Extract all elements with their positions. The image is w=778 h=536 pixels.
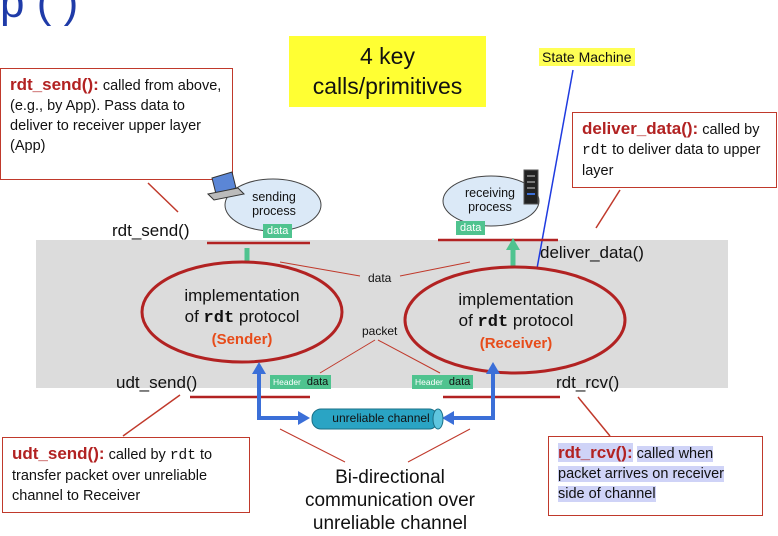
- deliver-data-desc-mono: rdt: [582, 143, 609, 159]
- data-flow-label: data: [368, 271, 392, 285]
- receive-data-tag: data: [456, 221, 486, 235]
- key-calls-line2: calls/primitives: [312, 73, 463, 99]
- udt-send-desc-b: to transfer packet over unreliable chann…: [12, 447, 213, 504]
- rdt-send-label: rdt_send(): [112, 221, 190, 240]
- udt-send-pointer: [122, 394, 181, 437]
- sender-impl-protocol: protocol: [238, 307, 300, 326]
- sender-channel-up-head: [252, 362, 266, 374]
- sender-impl-line1: implementation: [184, 286, 300, 305]
- deliver-data-fn-name: deliver_data():: [582, 119, 699, 138]
- deliver-data-callout: deliver_data(): called by rdt to deliver…: [572, 112, 777, 188]
- unreliable-channel-label: unreliable channel: [332, 411, 430, 425]
- sender-channel-right-head: [298, 411, 310, 425]
- udt-send-desc-a: called by: [108, 447, 166, 463]
- sender-channel-arrow: [257, 370, 300, 420]
- rdt-send-description: called from above, (e.g., by App). Pass …: [10, 78, 222, 154]
- receiving-process-bubble: [442, 175, 540, 227]
- receiver-channel-arrow: [452, 370, 495, 420]
- rdt-rcv-pointer: [577, 396, 611, 437]
- sender-impl-rdt: rdt: [203, 309, 235, 328]
- bidirectional-note: Bi-directional communication over unreli…: [304, 467, 476, 534]
- slide-title-partial: p ( ): [0, 0, 79, 27]
- rdt-send-callout: rdt_send(): called from above, (e.g., by…: [0, 68, 233, 180]
- receiver-impl-line1: implementation: [458, 290, 574, 309]
- packet-label: packet: [362, 324, 398, 338]
- packet-link-right: [377, 339, 441, 374]
- receiver-impl-of: of: [458, 311, 473, 330]
- bidir-link-right: [407, 428, 471, 463]
- sender-implementation-label: implementation of rdt protocol (Sender): [162, 285, 322, 350]
- unreliable-channel-pipe-end: [432, 408, 444, 430]
- receiver-role: (Receiver): [479, 335, 553, 352]
- bidir-link-left: [279, 428, 346, 463]
- receiver-channel-left-head: [442, 411, 454, 425]
- udt-send-desc-mono: rdt: [169, 448, 196, 464]
- sender-role: (Sender): [211, 331, 273, 348]
- receiver-ellipse: [403, 265, 627, 375]
- udt-send-label: udt_send(): [116, 373, 198, 392]
- receiver-channel-up-head: [486, 362, 500, 374]
- receiver-data-tag: data: [448, 376, 471, 388]
- state-machine-arrow: [531, 69, 574, 297]
- server-icon: [523, 169, 539, 205]
- sender-data-tag: data: [306, 376, 329, 388]
- deliver-data-desc-a: called by: [702, 122, 760, 138]
- rdt-send-fn-name: rdt_send():: [10, 75, 99, 94]
- packet-link-left: [319, 339, 376, 374]
- rdt-rcv-callout: rdt_rcv(): called when packet arrives on…: [548, 436, 763, 516]
- rdt-rcv-fn-name: rdt_rcv():: [558, 443, 633, 462]
- deliver-data-pointer: [595, 189, 621, 229]
- state-machine-label: State Machine: [539, 48, 635, 66]
- receiver-impl-protocol: protocol: [512, 311, 574, 330]
- rdt-send-pointer: [147, 182, 179, 213]
- udt-send-fn-name: udt_send():: [12, 444, 105, 463]
- laptop-icon: [206, 171, 246, 201]
- receiver-impl-rdt: rdt: [477, 313, 509, 332]
- sender-header-tag: Header: [273, 377, 301, 387]
- data-link-right: [399, 261, 471, 277]
- sending-process-label: sending process: [252, 190, 296, 218]
- sender-packet-tag: Header data: [270, 375, 332, 389]
- deliver-data-label: deliver_data(): [540, 243, 644, 262]
- sender-impl-of: of: [184, 307, 199, 326]
- receiver-header-tag: Header: [415, 377, 443, 387]
- receiver-packet-tag: Header data: [412, 375, 474, 389]
- send-data-tag: data: [263, 224, 293, 238]
- receiver-implementation-label: implementation of rdt protocol (Receiver…: [436, 289, 596, 354]
- data-link-left: [279, 261, 361, 277]
- key-calls-box: 4 key calls/primitives: [289, 36, 486, 107]
- sender-impl-line2: of rdt protocol: [162, 306, 322, 329]
- receiving-process-label: receiving process: [464, 186, 516, 214]
- receiver-impl-line2: of rdt protocol: [436, 310, 596, 333]
- rdt-rcv-label: rdt_rcv(): [556, 373, 620, 392]
- udt-send-callout: udt_send(): called by rdt to transfer pa…: [2, 437, 250, 513]
- deliver-data-desc-b: to deliver data to upper layer: [582, 142, 761, 179]
- sender-ellipse: [140, 260, 344, 364]
- key-calls-line1: 4 key: [360, 43, 415, 69]
- up-data-arrowhead: [506, 238, 520, 250]
